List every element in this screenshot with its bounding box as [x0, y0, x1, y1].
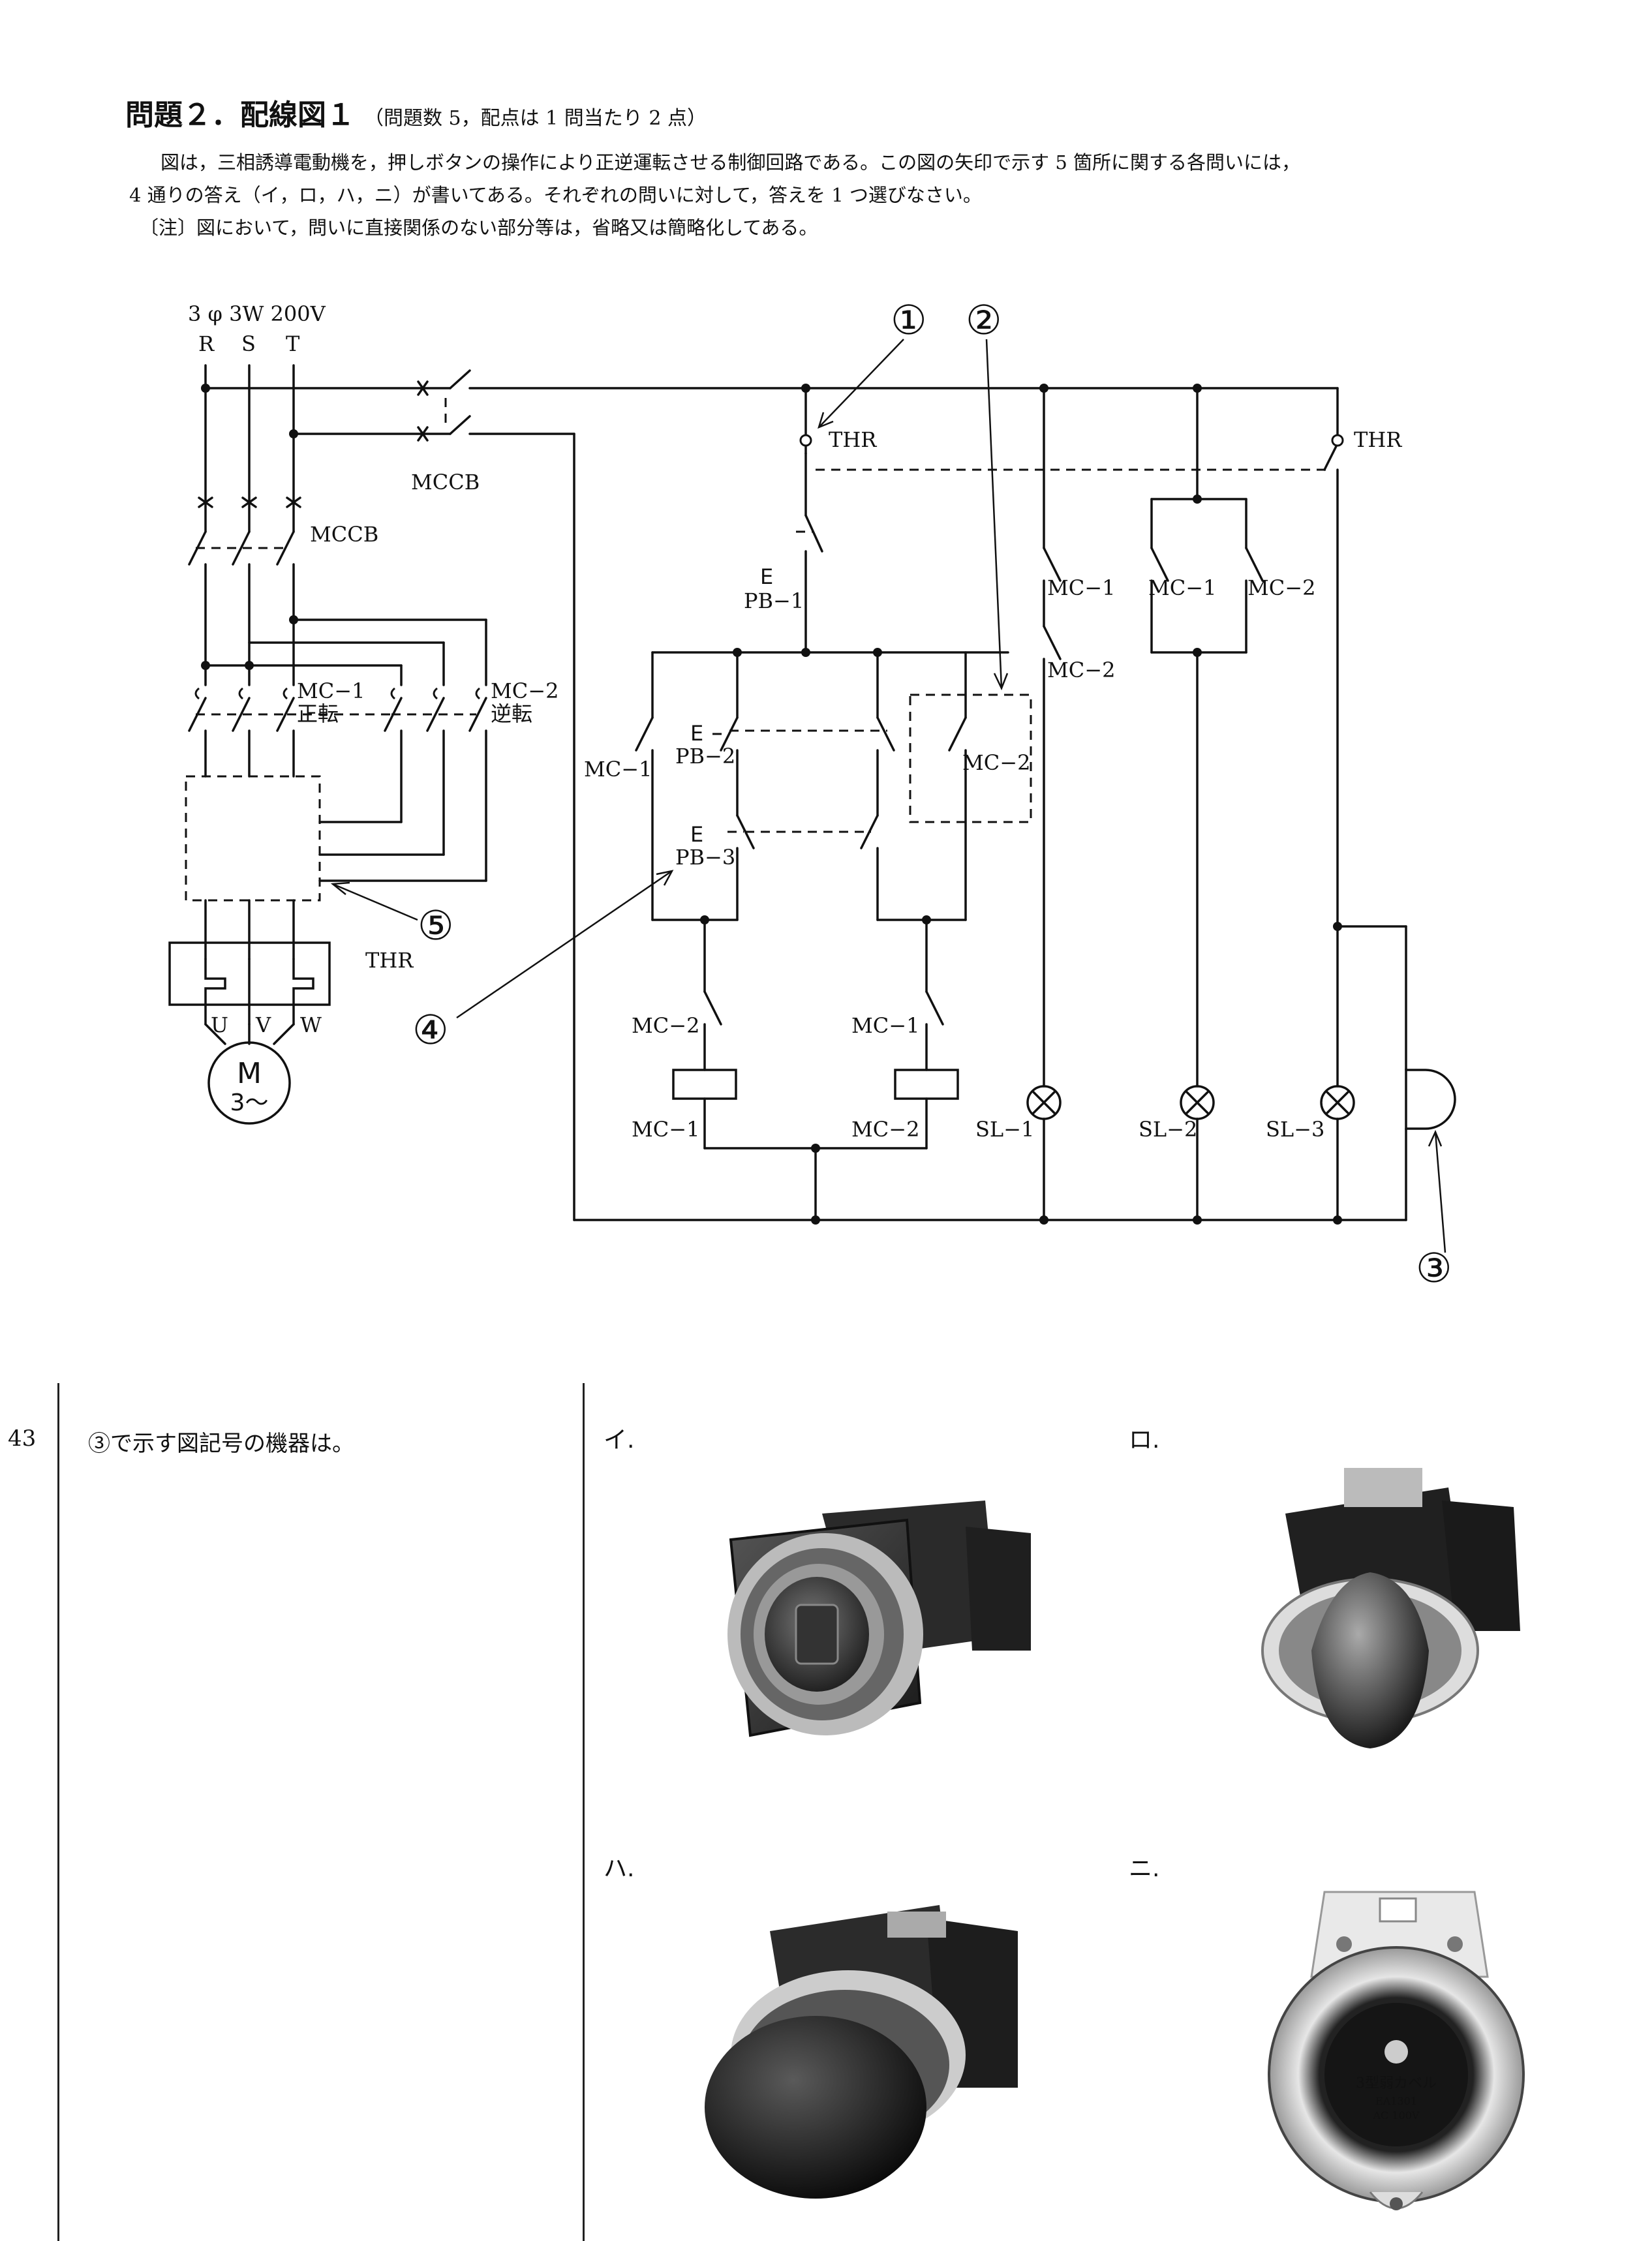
mc2-lamp-label: MC−2 [1047, 658, 1115, 682]
supply-label: 3 φ 3W 200V [188, 301, 326, 326]
bell-icon[interactable]: 3型弱カベル EA1301 AC 100V [1259, 1885, 1533, 2231]
motor-symbol: M [237, 1057, 262, 1090]
option-label-ro[interactable]: ロ. [1129, 1427, 1160, 1454]
option-label-ha[interactable]: ハ. [604, 1855, 635, 1882]
pilot-lamp-icon[interactable] [1233, 1461, 1559, 1768]
mc2-sl2-label: MC−2 [1247, 575, 1315, 600]
table-divider [57, 1383, 59, 2241]
motor-terminal: W [300, 1013, 322, 1037]
option-label-ni[interactable]: ニ. [1129, 1855, 1160, 1882]
sl2-label: SL−2 [1139, 1117, 1197, 1142]
marker-3: ③ [1416, 1244, 1452, 1292]
mc2-interlock-label: MC−2 [632, 1013, 699, 1038]
motor-phase: 3〜 [230, 1090, 269, 1116]
phase-label: T [286, 331, 300, 356]
marker-1: ① [891, 296, 927, 344]
title-note: （問題数 5，配点は 1 問当たり 2 点） [364, 107, 707, 130]
mc2-label: MC−2 [491, 678, 558, 703]
mc2-aux-label: MC−2 [962, 750, 1030, 775]
thr-label: THR [1354, 427, 1402, 452]
mccb-label: MCCB [411, 470, 480, 495]
marker-2: ② [966, 296, 1002, 344]
coil-label: MC−2 [851, 1117, 919, 1142]
reverse-label: 逆転 [491, 701, 532, 726]
intro-note: 〔注〕図において，問いに直接関係のない部分等は，省略又は簡略化してある。 [140, 217, 818, 239]
phase-label: S [241, 331, 256, 356]
mc1-label: MC−1 [297, 678, 365, 703]
coil-label: MC−1 [632, 1117, 699, 1142]
phase-label: R [198, 331, 215, 356]
pb2-label: PB−2 [675, 744, 735, 769]
mc1-lamp-label: MC−1 [1047, 575, 1115, 600]
mccb-label: MCCB [310, 522, 378, 547]
bell-plate-text: EA1301 [1375, 2095, 1417, 2107]
sl1-label: SL−1 [975, 1117, 1034, 1142]
motor-terminal: U [211, 1013, 228, 1037]
mc1-interlock-label: MC−1 [851, 1013, 919, 1038]
bell-plate-text: 3型弱カベル [1356, 2075, 1437, 2092]
marker-5: ⑤ [418, 902, 454, 949]
mushroom-pushbutton-icon[interactable] [692, 1892, 1057, 2218]
wiring-diagram: 3 φ 3W 200V R S T MCCB MCCB MC−1 正転 MC−2… [168, 296, 1456, 1292]
flush-pushbutton-icon[interactable] [692, 1487, 1044, 1761]
marker-4: ④ [412, 1006, 449, 1054]
motor-terminal: V [255, 1013, 271, 1037]
page-title: 問題２．配線図１（問題数 5，配点は 1 問当たり 2 点） [125, 99, 707, 132]
e-mark: E [760, 564, 773, 589]
question-number: 43 [8, 1425, 37, 1452]
sl3-label: SL−3 [1266, 1117, 1324, 1142]
question-text: ③で示す図記号の機器は。 [88, 1431, 354, 1457]
thr-label: THR [829, 427, 877, 452]
mc1-sl2-label: MC−1 [1148, 575, 1216, 600]
intro-text: 図は，三相誘導電動機を，押しボタンの操作により正逆運転させる制御回路である。この… [161, 151, 1301, 174]
option-label-i[interactable]: イ. [604, 1427, 635, 1454]
intro-text: 4 通りの答え（イ，ロ，ハ，ニ）が書いてある。それぞれの問いに対して，答えを 1… [129, 184, 982, 206]
e-mark: E [690, 721, 703, 746]
e-mark: E [690, 822, 703, 847]
pb3-label: PB−3 [675, 845, 735, 870]
table-divider [583, 1383, 585, 2241]
thr-label: THR [365, 948, 414, 973]
pb1-label: PB−1 [744, 588, 804, 613]
bell-plate-text: AC 100V [1373, 2109, 1420, 2122]
mc1-aux-label: MC−1 [584, 757, 652, 782]
forward-label: 正転 [297, 701, 339, 726]
